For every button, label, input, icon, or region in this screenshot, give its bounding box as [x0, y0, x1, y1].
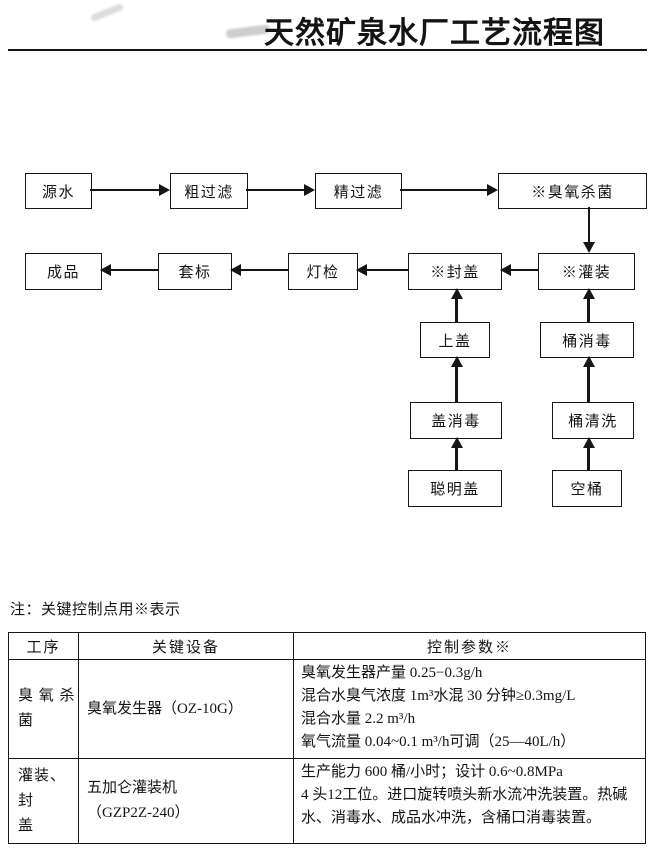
flow-node-sleeve-label: 套标	[158, 253, 232, 290]
key-control-note: 注：关键控制点用※表示	[10, 602, 181, 618]
flow-node-cap-seal: ※封盖	[408, 253, 502, 290]
equipment-line: （GZP2Z-240）	[87, 805, 190, 821]
flow-node-ozone-sterilize: ※臭氧杀菌	[498, 173, 647, 209]
equipment-cell: 臭氧发生器（OZ-10G）	[78, 659, 294, 759]
flow-node-empty-bucket: 空桶	[552, 470, 622, 507]
parameter-line: 混合水量 2.2 m³/h	[301, 711, 416, 727]
equipment-line: 臭氧发生器（OZ-10G）	[87, 700, 243, 717]
flow-node-fine-filter: 精过滤	[315, 173, 402, 209]
flow-node-coarse-filter: 粗过滤	[170, 173, 248, 209]
header-process: 工序	[8, 632, 79, 660]
arrow-put-cap-to-cap-seal	[451, 288, 463, 322]
equipment-line: 五加仑灌装机	[87, 780, 178, 796]
flow-node-finished-product: 成品	[25, 253, 102, 290]
flow-node-source-water: 源水	[25, 173, 92, 209]
arrow-bucket-wash-to-bucket-disinfect	[583, 356, 595, 402]
flow-node-smart-cap: 聪明盖	[408, 470, 502, 507]
parameter-line: 生产能力 600 桶/小时；设计 0.6~0.8MPa	[301, 764, 563, 780]
header-equipment: 关键设备	[78, 632, 294, 660]
flow-node-filling: ※灌装	[538, 253, 635, 290]
arrow-bucket-disinfect-to-filling	[583, 288, 595, 322]
arrow-sleeve-to-finished	[100, 264, 158, 276]
arrow-cap-disinfect-to-put-cap	[451, 356, 463, 402]
flow-node-bucket-wash: 桶清洗	[552, 402, 634, 439]
arrow-fine-filter-to-ozone	[400, 184, 498, 196]
process-line: 菌	[18, 713, 35, 729]
flow-node-light-inspect: 灯检	[288, 253, 358, 290]
table-row: 灌装、封 盖 五加仑灌装机 （GZP2Z-240） 生产能力 600 桶/小时；…	[8, 758, 646, 844]
process-line: 臭 氧 杀	[18, 688, 76, 704]
parameter-line: 混合水臭气浓度 1m³水混 30 分钟≥0.3mg/L	[301, 688, 576, 704]
header-parameters: 控制参数※	[293, 632, 646, 660]
flow-node-cap-disinfect: 盖消毒	[410, 402, 502, 439]
table-row: 臭 氧 杀 菌 臭氧发生器（OZ-10G） 臭氧发生器产量 0.25−0.3g/…	[8, 659, 646, 759]
arrow-filling-to-cap-seal	[500, 264, 538, 276]
parameters-cell: 生产能力 600 桶/小时；设计 0.6~0.8MPa 4 头12工位。进口旋转…	[293, 758, 646, 844]
arrow-cap-seal-to-inspect	[356, 264, 408, 276]
scan-artifact	[89, 2, 125, 23]
flow-node-bucket-disinfect: 桶消毒	[540, 322, 634, 358]
arrow-ozone-to-filling	[583, 207, 595, 253]
parameter-line: 氧气流量 0.04~0.1 m³/h可调（25—40L/h）	[301, 734, 576, 750]
arrow-inspect-to-sleeve	[230, 264, 288, 276]
arrow-smart-cap-to-cap-disinfect	[451, 437, 463, 470]
flow-node-put-cap: 上盖	[420, 322, 490, 358]
parameter-line: 4 头12工位。进口旋转喷头新水流冲洗装置。热碱水、消毒水、成品水冲洗，含桶口消…	[301, 787, 628, 826]
page-title: 天然矿泉水厂工艺流程图	[264, 17, 605, 50]
arrow-empty-bucket-to-bucket-wash	[583, 437, 595, 470]
process-line: 盖	[18, 817, 35, 834]
table-header-row: 工序 关键设备 控制参数※	[8, 632, 646, 660]
parameter-line: 臭氧发生器产量 0.25−0.3g/h	[301, 665, 483, 681]
parameters-cell: 臭氧发生器产量 0.25−0.3g/h 混合水臭气浓度 1m³水混 30 分钟≥…	[293, 659, 646, 759]
process-cell: 灌装、封 盖	[8, 758, 79, 844]
equipment-cell: 五加仑灌装机 （GZP2Z-240）	[78, 758, 294, 844]
arrow-source-to-coarse-filter	[90, 184, 170, 196]
title-divider	[8, 49, 647, 51]
process-line: 灌装、封	[18, 767, 67, 809]
process-cell: 臭 氧 杀 菌	[8, 659, 79, 759]
arrow-coarse-to-fine-filter	[246, 184, 315, 196]
control-parameter-table: 工序 关键设备 控制参数※ 臭 氧 杀 菌 臭氧发生器（OZ-10G） 臭氧发生…	[8, 632, 646, 844]
